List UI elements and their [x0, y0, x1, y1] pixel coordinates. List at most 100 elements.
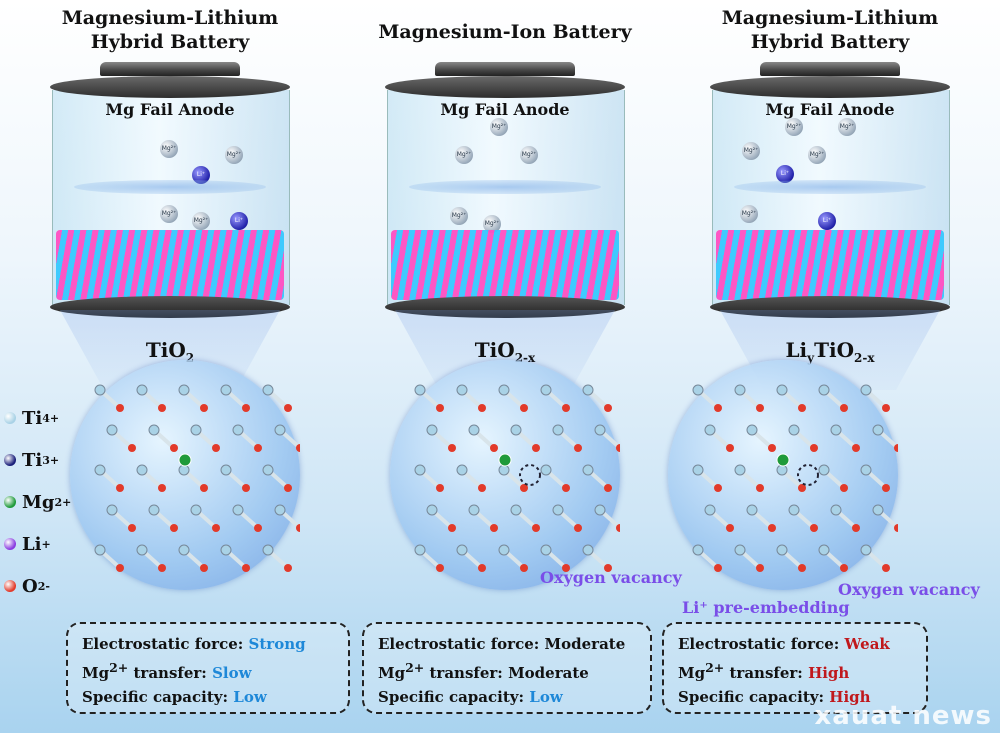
o-atom: [158, 564, 166, 572]
o-atom: [840, 404, 848, 412]
o-atom: [604, 404, 612, 412]
vacancy-marker: [797, 464, 819, 486]
ti-atom: [274, 504, 286, 516]
anode-label: Mg Fail Anode: [440, 100, 570, 119]
separator: [734, 180, 926, 194]
ti-atom: [262, 544, 274, 556]
ti-atom: [414, 464, 426, 476]
mg-ion: Mg²⁺: [785, 118, 803, 136]
o-atom: [714, 484, 722, 492]
o-atom: [840, 484, 848, 492]
separator: [74, 180, 266, 194]
o-atom: [200, 404, 208, 412]
ti-atom: [456, 384, 468, 396]
ti-atom: [232, 504, 244, 516]
battery-base: [50, 296, 290, 318]
li-ion: Li⁺: [192, 166, 210, 184]
ti-atom: [178, 384, 190, 396]
ti-atom: [178, 544, 190, 556]
ti-atom: [136, 384, 148, 396]
o-atom: [798, 564, 806, 572]
mg-ion: Mg²⁺: [160, 140, 178, 158]
crystal-sphere: [70, 360, 300, 590]
mg-ion: Mg²⁺: [160, 205, 178, 223]
li-ion: Li⁺: [818, 212, 836, 230]
ti-atom: [414, 544, 426, 556]
oxygen-vacancy-label: Oxygen vacancy: [540, 568, 682, 587]
ti-atom: [860, 384, 872, 396]
mg-ion: Mg²⁺: [483, 215, 501, 233]
o-atom: [714, 404, 722, 412]
o-atom: [296, 444, 300, 452]
o-atom: [840, 564, 848, 572]
legend-li: Li+: [4, 531, 71, 557]
mg-ion: Mg²⁺: [192, 212, 210, 230]
o-atom: [798, 484, 806, 492]
lattice: [94, 384, 300, 572]
ti-atom: [136, 464, 148, 476]
ti-atom: [232, 424, 244, 436]
o-atom: [616, 444, 620, 452]
o-atom: [562, 484, 570, 492]
o-atom: [756, 484, 764, 492]
lattice: [414, 384, 620, 572]
ti-atom: [552, 424, 564, 436]
o-atom: [284, 564, 292, 572]
ti-atom: [818, 544, 830, 556]
o-atom: [200, 484, 208, 492]
o-atom: [810, 444, 818, 452]
ti-atom: [818, 384, 830, 396]
battery-terminal: [100, 62, 240, 76]
formula-label: LiyTiO2-x: [785, 338, 875, 365]
ti-atom: [552, 504, 564, 516]
o-atom: [448, 524, 456, 532]
ti-atom: [498, 384, 510, 396]
ti-atom: [734, 384, 746, 396]
properties-box-tio2-x: Electrostatic force: Moderate Mg2+ trans…: [362, 622, 652, 714]
lattice: [692, 384, 898, 572]
ti-atom: [190, 504, 202, 516]
o-atom: [756, 564, 764, 572]
ti-atom: [274, 424, 286, 436]
o-atom: [532, 444, 540, 452]
o-atom: [436, 564, 444, 572]
ti-atom: [704, 424, 716, 436]
ti-atom: [746, 424, 758, 436]
ti-atom: [94, 544, 106, 556]
o-atom: [242, 404, 250, 412]
ti-atom: [734, 544, 746, 556]
ti-atom: [540, 384, 552, 396]
o-atom: [756, 404, 764, 412]
properties-box-liytio2-x: Electrostatic force: Weak Mg2+ transfer:…: [662, 622, 928, 714]
ti3-dot: [4, 454, 16, 466]
vacancy-marker: [519, 464, 541, 486]
o-atom: [520, 484, 528, 492]
mg-atom: [776, 453, 790, 467]
o-atom: [254, 524, 262, 532]
o-atom: [574, 524, 582, 532]
o-atom: [128, 524, 136, 532]
mg-ion: Mg²⁺: [225, 146, 243, 164]
ti-atom: [860, 464, 872, 476]
o-atom: [478, 404, 486, 412]
o-atom: [726, 524, 734, 532]
o-atom: [882, 484, 890, 492]
crystal-sphere: [390, 360, 620, 590]
battery-terminal: [435, 62, 575, 76]
ti-atom: [582, 384, 594, 396]
mg-ion: Mg²⁺: [450, 207, 468, 225]
ti-atom: [414, 384, 426, 396]
o-atom: [894, 444, 898, 452]
ti-atom: [178, 464, 190, 476]
ti-atom: [468, 424, 480, 436]
o-atom: [894, 524, 898, 532]
properties-box-tio2: Electrostatic force: Strong Mg2+ transfe…: [66, 622, 350, 714]
ti-atom: [830, 504, 842, 516]
o-atom: [882, 404, 890, 412]
o-atom: [212, 444, 220, 452]
